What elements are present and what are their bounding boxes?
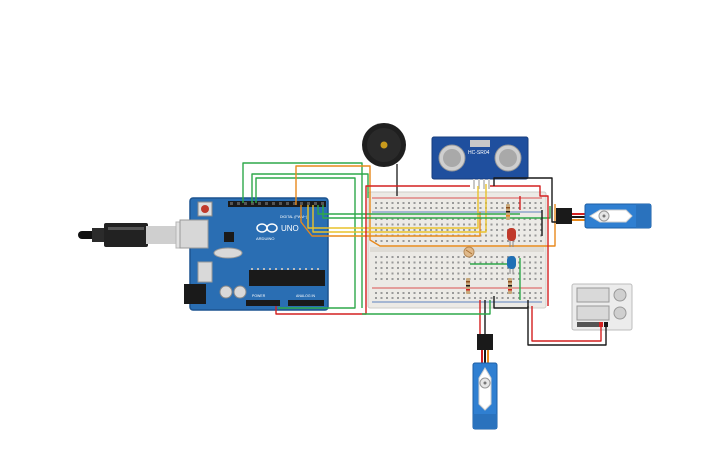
battery-pack-icon[interactable] bbox=[571, 283, 633, 331]
led-icon bbox=[507, 228, 516, 247]
arduino-logo-icon bbox=[256, 223, 278, 233]
led-icon bbox=[507, 256, 516, 274]
digital-header bbox=[228, 201, 326, 207]
photoresistor-icon bbox=[463, 246, 475, 258]
digital-label: DIGITAL (PWM~) bbox=[280, 215, 307, 219]
resistor-icon bbox=[466, 278, 470, 294]
board-logo: UNO bbox=[281, 224, 299, 233]
resistor-icon bbox=[506, 204, 510, 220]
breadboard[interactable] bbox=[367, 191, 547, 309]
dc-jack bbox=[184, 284, 206, 304]
power-header bbox=[246, 300, 280, 306]
arduino-board[interactable]: DIGITAL (PWM~) UNO ARDUINO POWER ANALOG … bbox=[179, 197, 329, 311]
power-label: POWER bbox=[252, 294, 266, 298]
analog-label: ANALOG IN bbox=[296, 294, 316, 298]
atmega-chip bbox=[249, 270, 325, 286]
resistor-icon bbox=[508, 278, 512, 294]
usb-port bbox=[179, 219, 209, 249]
crystal bbox=[213, 247, 243, 259]
servo-icon[interactable] bbox=[472, 334, 498, 430]
wiring bbox=[242, 162, 607, 346]
usb-chip bbox=[224, 232, 234, 242]
ultrasonic-sensor-icon[interactable]: HC-SR04 bbox=[431, 136, 529, 189]
capacitor bbox=[219, 285, 233, 299]
buzzer-icon[interactable] bbox=[362, 123, 406, 196]
analog-header bbox=[288, 300, 324, 306]
board-brand: ARDUINO bbox=[256, 236, 274, 241]
servo-connector bbox=[477, 334, 493, 350]
sensor-label: HC-SR04 bbox=[468, 150, 490, 156]
capacitor bbox=[233, 285, 247, 299]
servo-icon[interactable] bbox=[556, 203, 652, 229]
servo-connector bbox=[556, 208, 572, 224]
